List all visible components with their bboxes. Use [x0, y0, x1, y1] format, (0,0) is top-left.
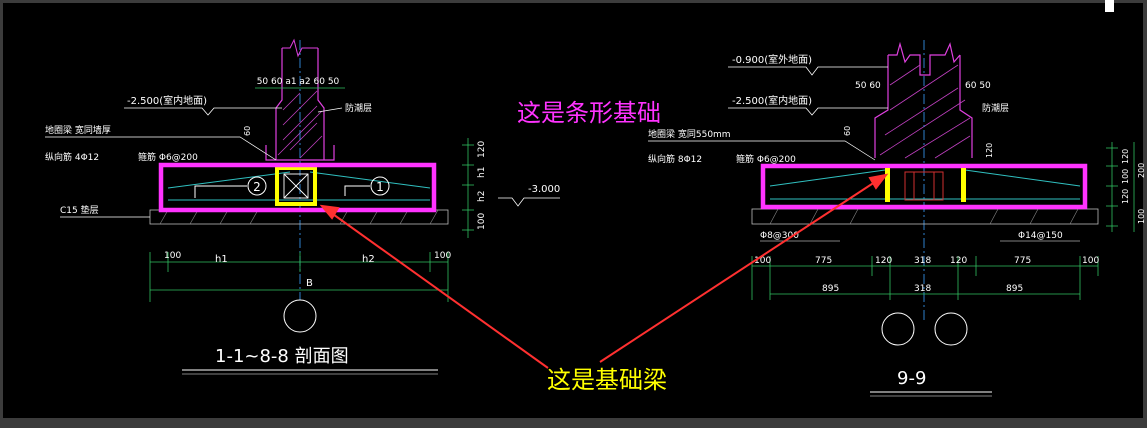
left-foundation-beam-box [275, 166, 317, 206]
strip-foundation-annotation: 这是条形基础 [517, 99, 661, 127]
right-damp-proof: 防潮层 [982, 102, 1009, 114]
right-bottom-row2-1: 318 [914, 284, 931, 294]
right-bottom-row2-2: 895 [1006, 284, 1023, 294]
left-strip-foundation-box [158, 162, 437, 213]
left-vdim-120: 120 [477, 141, 487, 158]
left-beam-note: 地圈梁 宽同墙厚 [45, 124, 111, 136]
right-rebar-b: Φ14@150 [1018, 231, 1063, 241]
right-foundation-beam-right [961, 168, 966, 202]
left-vdim-100: 100 [477, 213, 487, 230]
frame-right [1143, 0, 1147, 428]
right-top-dims-left: 50 60 [855, 81, 881, 91]
right-rebar-long: 纵向筋 8Φ12 [648, 153, 702, 165]
callout-1-circle [370, 176, 390, 196]
left-vdim-h2: h2 [477, 191, 487, 202]
right-bottom-row1-3: 318 [914, 256, 931, 266]
right-dim-60: 60 [843, 126, 852, 136]
right-foundation-beam-left [885, 168, 890, 202]
arrow-to-right-beam [599, 179, 879, 363]
left-damp-proof: 防潮层 [345, 102, 372, 114]
right-wall-outline-right [959, 55, 973, 158]
left-rebar-long: 纵向筋 4Φ12 [45, 151, 99, 163]
left-bottom-h2: h2 [362, 254, 375, 265]
right-vdim-0: 120 [1121, 149, 1130, 164]
left-wall-outline-right [317, 48, 325, 160]
left-level-bottom: -3.000 [528, 184, 560, 195]
right-bottom-row2-0: 895 [822, 284, 839, 294]
left-bottom-B: B [306, 278, 313, 289]
right-vdim-1: 100 [1121, 169, 1130, 184]
right-dim-120: 120 [985, 143, 994, 158]
right-axis-bubble-1 [881, 312, 915, 346]
left-top-dims: 50 60 a1 a2 60 50 [257, 77, 340, 87]
right-wall-outline-left [874, 55, 889, 158]
left-dim-60: 60 [243, 126, 252, 136]
left-callout-1-leader [344, 185, 370, 196]
frame-top [0, 0, 1147, 3]
left-stirrup: 箍筋 Φ6@200 [138, 151, 198, 163]
right-stirrup: 箍筋 Φ6@200 [736, 153, 796, 165]
left-floor-level: -2.500(室内地面) [127, 94, 207, 107]
frame-left [0, 0, 3, 428]
right-strip-foundation-box [760, 163, 1088, 210]
left-bottom-dim-left: 100 [164, 251, 181, 261]
left-axis-bubble [283, 299, 317, 333]
right-rebar-a: Φ8@300 [760, 231, 799, 241]
right-bottom-row1-0: 100 [754, 256, 771, 266]
right-bottom-row1-2: 120 [875, 256, 892, 266]
callout-1-label: 1 [376, 180, 384, 194]
left-slab-slope-right [309, 171, 431, 189]
right-floor-level: -2.500(室内地面) [732, 94, 812, 107]
left-bottom-dim-right: 100 [434, 251, 451, 261]
left-bedding: C15 垫层 [60, 204, 99, 216]
right-top-dims-right: 60 50 [965, 81, 991, 91]
left-wall-outline-left [275, 48, 283, 160]
left-section-title: 1-1~8-8 剖面图 [215, 346, 349, 367]
foundation-beam-annotation: 这是基础梁 [547, 366, 667, 394]
callout-2-label: 2 [253, 180, 261, 194]
right-section-title: 9-9 [897, 368, 926, 389]
left-section: 2 1 50 60 a1 a2 60 50 -2.500(室内地面) 防潮层 6… [45, 38, 560, 375]
left-bottom-h1: h1 [215, 254, 228, 265]
frame-bottom [0, 418, 1147, 428]
right-vdim-4: 100 [1137, 209, 1146, 224]
right-axis-bubble-2 [934, 312, 968, 346]
left-footing-step [265, 145, 335, 161]
arrow-to-left-beam [329, 211, 549, 369]
right-outdoor-level: -0.900(室外地面) [732, 53, 812, 66]
right-wall-top-break [888, 41, 961, 76]
left-slab-slope-left [167, 171, 291, 189]
right-section: -0.900(室外地面) -2.500(室内地面) 50 60 60 50 防潮… [648, 40, 1146, 397]
right-beam-note: 地圈梁 宽同550mm [648, 128, 731, 140]
left-vdim-h1: h1 [477, 167, 487, 178]
right-bottom-row1-4: 120 [950, 256, 967, 266]
corner-marker [1105, 0, 1114, 12]
right-vdim-3: 200 [1137, 163, 1146, 178]
right-vdim-2: 120 [1121, 189, 1130, 204]
right-bottom-row1-5: 775 [1014, 256, 1031, 266]
callout-2-circle [247, 176, 267, 196]
left-callout-2-leader [194, 185, 247, 198]
right-bottom-row1-1: 775 [815, 256, 832, 266]
right-bottom-row1-6: 100 [1082, 256, 1099, 266]
